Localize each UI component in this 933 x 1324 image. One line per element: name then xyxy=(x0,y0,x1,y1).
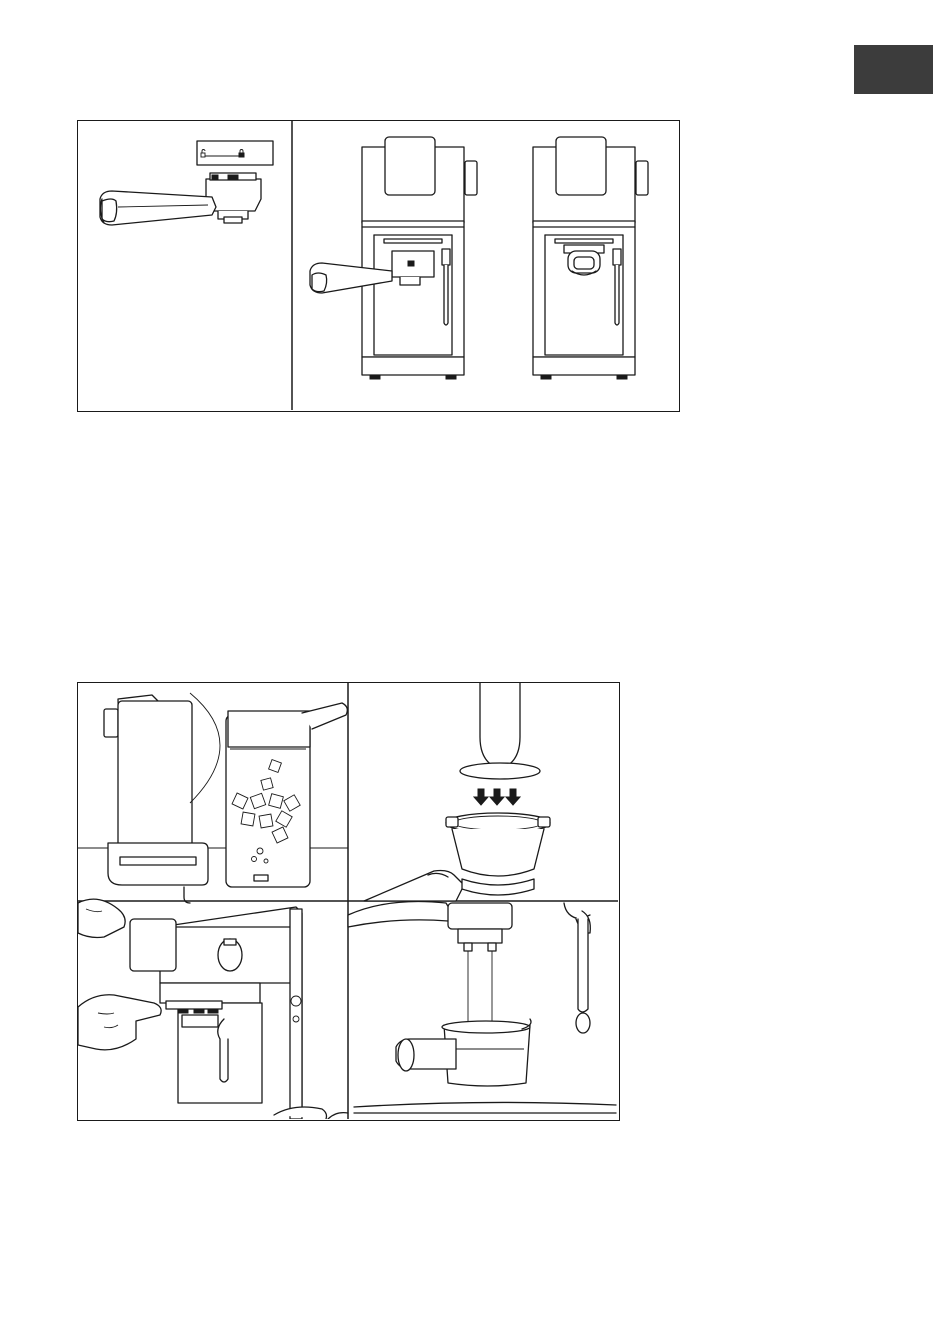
insert-portafilter-panel xyxy=(78,899,348,1119)
remove-water-tank-panel xyxy=(78,693,348,903)
portafilter-drawing xyxy=(100,173,261,225)
brew-into-glass-panel xyxy=(348,902,616,1114)
machine-portafilter-locked-panel xyxy=(533,137,648,379)
preparation-steps-figure xyxy=(77,682,620,1121)
language-side-tab xyxy=(854,45,933,94)
machine-portafilter-inserting-panel xyxy=(310,137,477,379)
portafilter-installation-figure xyxy=(77,120,680,412)
lock-scale xyxy=(197,141,273,165)
portafilter-lock-indicator-panel xyxy=(100,141,273,225)
tamp-coffee-grounds-panel xyxy=(364,683,550,901)
down-arrows-icon xyxy=(474,789,520,805)
